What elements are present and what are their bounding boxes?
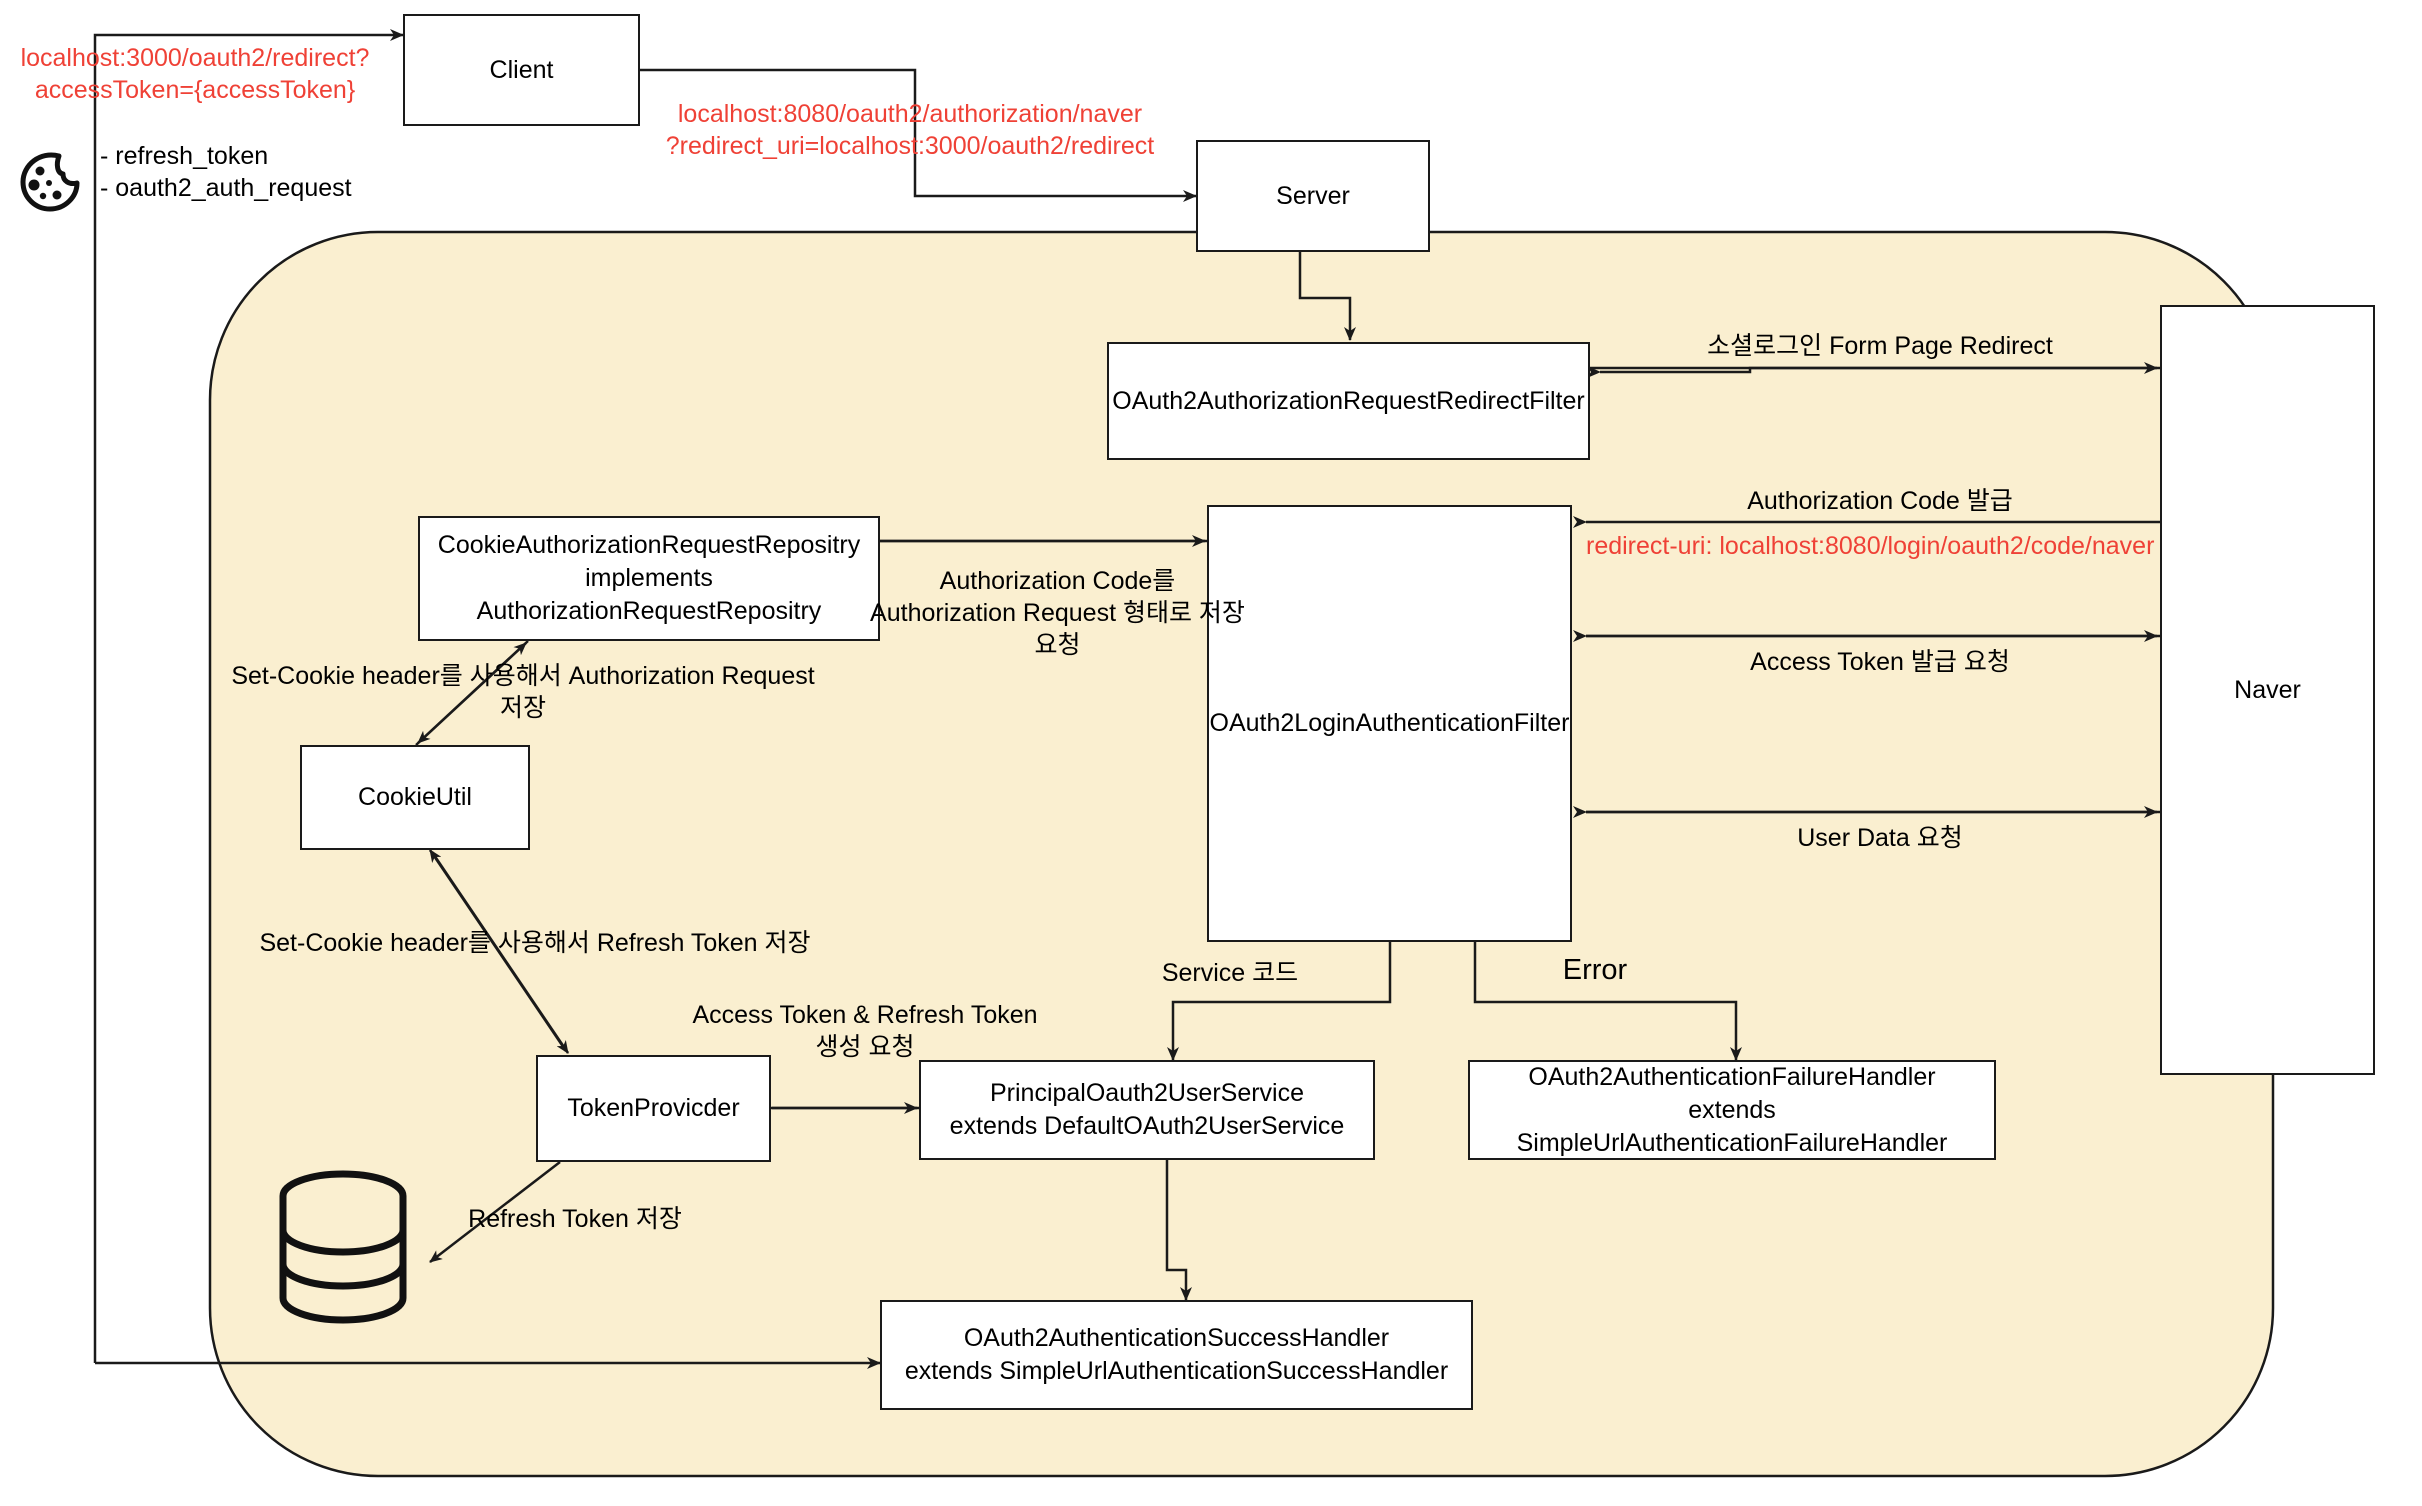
database-cylinder-icon bbox=[273, 1170, 413, 1325]
connector-tokenprovider-to-database bbox=[429, 1161, 561, 1263]
node-cookie-repo-label: CookieAuthorizationRequestRepositry impl… bbox=[437, 531, 861, 625]
label-token-create-request: Access Token & Refresh Token 생성 요청 bbox=[692, 1001, 1038, 1061]
node-oauth2-authorization-request-redirect-filter[interactable]: OAuth2AuthorizationRequestRedirectFilter bbox=[1107, 342, 1590, 460]
node-login-filter-label: OAuth2LoginAuthenticationFilter bbox=[1209, 709, 1570, 737]
label-service-code: Service 코드 bbox=[1161, 959, 1299, 987]
label-access-token-request: Access Token 발급 요청 bbox=[1750, 648, 2010, 676]
node-naver[interactable]: Naver bbox=[2160, 305, 2375, 1075]
connector-login-filter-error bbox=[1473, 942, 1742, 1061]
label-authorization-url: localhost:8080/oauth2/authorization/nave… bbox=[665, 100, 1155, 160]
label-cookie-items: - refresh_token - oauth2_auth_request bbox=[100, 142, 352, 202]
node-success-handler-label: OAuth2AuthenticationSuccessHandler exten… bbox=[904, 1324, 1449, 1385]
label-refresh-token-store: Refresh Token 저장 bbox=[468, 1205, 682, 1233]
node-naver-label: Naver bbox=[2234, 675, 2301, 704]
label-set-cookie-authorization-request: Set-Cookie header를 사용해서 Authorization Re… bbox=[231, 662, 815, 722]
label-set-cookie-refresh-token: Set-Cookie header를 사용해서 Refresh Token 저장 bbox=[259, 929, 811, 957]
label-error: Error bbox=[1562, 954, 1628, 986]
node-cookie-util-label: CookieUtil bbox=[358, 783, 472, 811]
label-redirect-uri-note: redirect-uri: localhost:8080/login/oauth… bbox=[1586, 532, 2155, 560]
node-failure-handler-label: OAuth2AuthenticationFailureHandler exten… bbox=[1516, 1062, 1948, 1157]
connector-tokenprovider-to-cookieutil bbox=[428, 849, 568, 1052]
node-redirect-filter-label: OAuth2AuthorizationRequestRedirectFilter bbox=[1112, 386, 1585, 415]
node-token-provicder[interactable]: TokenProvicder bbox=[536, 1055, 771, 1162]
node-client-label: Client bbox=[489, 55, 554, 84]
connector-client-to-server bbox=[640, 68, 1197, 202]
node-oauth2-authentication-failure-handler[interactable]: OAuth2AuthenticationFailureHandler exten… bbox=[1468, 1060, 1996, 1160]
node-principal-service-label: PrincipalOauth2UserService extends Defau… bbox=[949, 1079, 1345, 1140]
connector-success-to-client bbox=[93, 29, 404, 1363]
connector-server-to-redirect-filter bbox=[1298, 252, 1356, 341]
label-client-redirect-url: localhost:3000/oauth2/redirect? accessTo… bbox=[20, 44, 370, 104]
node-cookie-util[interactable]: CookieUtil bbox=[300, 745, 530, 850]
node-server-label: Server bbox=[1276, 181, 1350, 210]
node-oauth2-authentication-success-handler[interactable]: OAuth2AuthenticationSuccessHandler exten… bbox=[880, 1300, 1473, 1410]
connector-login-filter-service-code bbox=[1167, 942, 1392, 1061]
label-social-form-redirect: 소셜로그인 Form Page Redirect bbox=[1707, 332, 2053, 360]
node-principal-oauth2-user-service[interactable]: PrincipalOauth2UserService extends Defau… bbox=[919, 1060, 1375, 1160]
connector-service-to-success-handler bbox=[1165, 1160, 1192, 1301]
node-server[interactable]: Server bbox=[1196, 140, 1430, 252]
node-token-provider-label: TokenProvicder bbox=[567, 1094, 740, 1122]
label-authorization-code-issue: Authorization Code 발급 bbox=[1747, 487, 2013, 515]
label-user-data-request: User Data 요청 bbox=[1797, 824, 1963, 852]
node-cookie-authorization-request-repositry[interactable]: CookieAuthorizationRequestRepositry impl… bbox=[418, 516, 880, 641]
label-auth-code-store-request: Authorization Code를 Authorization Reques… bbox=[870, 567, 1245, 659]
connector-cookieutil-to-repo bbox=[415, 642, 527, 746]
cookie-icon bbox=[18, 150, 80, 212]
node-oauth2-login-authentication-filter[interactable]: OAuth2LoginAuthenticationFilter bbox=[1207, 505, 1572, 942]
node-client[interactable]: Client bbox=[403, 14, 640, 126]
